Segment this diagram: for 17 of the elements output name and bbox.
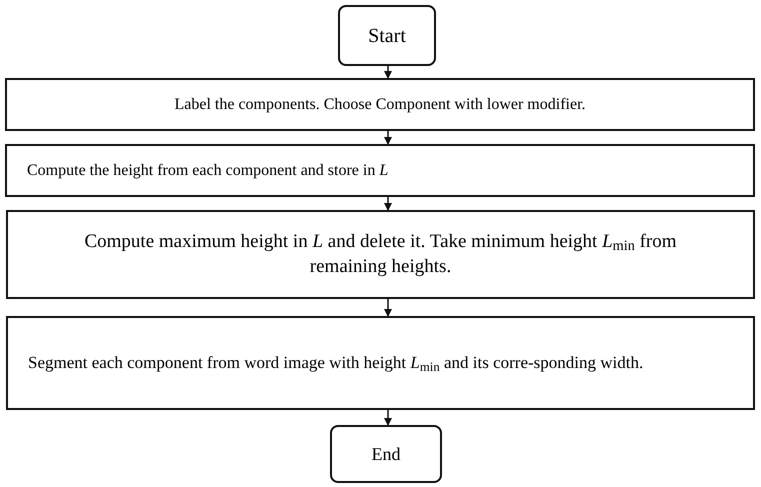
terminal-box xyxy=(338,5,436,66)
arrow xyxy=(384,410,392,426)
terminal-box xyxy=(330,425,442,483)
step-text: Compute the height from each component and store in L xyxy=(27,160,388,180)
arrow xyxy=(384,197,392,211)
step-text: End xyxy=(372,442,400,466)
step-text: Label the components. Choose Component with lower modifier. xyxy=(174,94,586,114)
arrow xyxy=(384,66,392,79)
step-text: Segment each component from word image with height L$_{min}$ and its corre-sponding width. xyxy=(28,352,644,376)
step-text: Compute maximum height in L and delete it. Take minimum height L$_{min}$ from remaining heights. xyxy=(83,230,678,278)
process-box xyxy=(6,210,755,299)
process-box xyxy=(5,78,755,131)
step-text: Start xyxy=(368,24,406,48)
arrow xyxy=(384,131,392,145)
process-box xyxy=(6,316,755,410)
arrow xyxy=(384,299,392,317)
process-box xyxy=(5,144,755,197)
